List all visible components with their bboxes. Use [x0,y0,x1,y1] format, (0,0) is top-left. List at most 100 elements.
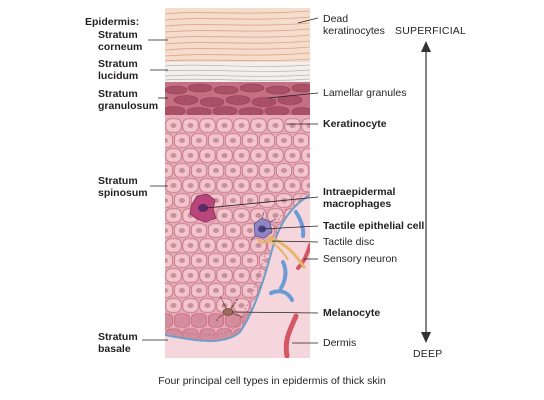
keratinocyte-nucleus [221,183,228,188]
keratinocyte-nucleus [247,198,253,203]
keratinocyte-nucleus [281,138,287,143]
keratinocyte-nucleus [154,213,160,218]
keratinocyte-nucleus [187,243,194,248]
dermis-label: Dermis [323,337,357,349]
stratum-lucidum-label-2: lucidum [98,70,139,82]
keratinocyte-nucleus [221,333,228,338]
keratinocyte-nucleus [298,168,304,173]
stratum-basale-label-1: Stratum [98,331,138,343]
keratinocyte-nucleus [165,168,168,173]
keratinocyte-nucleus [204,123,211,128]
keratinocyte-nucleus [165,228,168,233]
lamellar-granules-label: Lamellar granules [323,87,407,99]
keratinocyte-nucleus [187,123,194,128]
figure-caption: Four principal cell types in epidermis o… [158,375,386,387]
basement-membrane [165,194,310,342]
keratinocyte-nucleus [170,213,177,218]
keratinocyte-nucleus [179,138,185,143]
keratinocyte-nucleus [154,183,160,188]
keratinocyte-nucleus [196,288,202,293]
lucidum-lines [165,64,310,81]
keratinocyte-nucleus [315,168,321,173]
keratinocyte-nucleus [196,138,202,143]
keratinocyte-nucleus [264,138,270,143]
keratinocyte-nucleus [255,153,262,158]
sensory-neuron [267,234,307,269]
keratinocyte-nucleus [187,273,194,278]
tactile-disc [257,237,275,244]
keratinocyte-nucleus [213,228,219,233]
keratinocyte-nucleus [238,303,245,308]
keratinocyte-cell [149,269,164,282]
tactile-cell-label: Tactile epithelial cell [323,220,425,232]
keratinocyte-nucleus [221,123,228,128]
keratinocyte-nucleus [196,258,202,263]
keratinocyte-nucleus [165,258,168,263]
keratinocyte-nucleus [204,183,211,188]
keratinocyte-nucleus [187,303,194,308]
keratinocyte-nucleus [179,288,185,293]
keratinocyte-nucleus [247,168,253,173]
keratinocyte-nucleus [272,183,279,188]
sensory-neuron-label: Sensory neuron [323,253,398,265]
keratinocyte-nucleus [213,318,219,323]
keratinocyte-cell [149,179,164,192]
keratinocyte-nucleus [196,228,202,233]
keratinocyte-nucleus [204,153,211,158]
keratinocyte-nucleus [187,333,194,338]
keratinocyte-nucleus [255,123,262,128]
keratinocyte-nucleus [154,153,160,158]
keratinocyte-cell [309,283,310,298]
keratinocyte-nucleus [238,273,245,278]
deep-label: DEEP [413,348,443,360]
keratinocyte-nucleus [196,168,202,173]
stratum-corneum-layer [165,8,310,64]
keratinocyte-nucleus [238,243,245,248]
keratinocyte-nucleus [187,153,194,158]
keratinocyte-nucleus [230,258,236,263]
keratinocyte-nucleus [230,318,236,323]
keratinocyte-nucleus [272,123,279,128]
keratinocyte-nucleus [247,258,253,263]
keratinocyte-nucleus [179,228,185,233]
keratinocyte-nucleus [221,213,228,218]
keratinocyte-nucleus [204,303,211,308]
keratinocyte-nucleus [315,198,321,203]
stratum-granulosum-label-2: granulosum [98,100,159,112]
epidermis-label: Epidermis: [85,16,140,28]
keratinocyte-nucleus [165,318,168,323]
keratinocyte-nucleus [170,243,177,248]
keratinocyte-nucleus [187,183,194,188]
dead-keratinocytes-label-1: Dead [323,13,349,25]
keratinocyte-nucleus [170,123,177,128]
keratinocyte-nucleus [315,348,321,353]
keratinocyte-cell [149,209,164,222]
blood-vessel-red-2 [296,243,310,270]
macrophages-label-1: Intraepidermal [323,186,396,198]
keratinocyte-nucleus [289,183,296,188]
keratinocyte-nucleus [238,213,245,218]
keratinocyte-nucleus [179,198,185,203]
keratinocyte-nucleus [289,153,296,158]
keratinocyte-nucleus [204,333,211,338]
keratinocyte-cell [149,149,164,162]
keratinocyte-nucleus [281,168,287,173]
keratinocyte-nucleus [165,288,168,293]
keratinocyte-nucleus [179,318,185,323]
keratinocyte-cell [149,239,164,252]
keratinocyte-nucleus [272,213,279,218]
keratinocyte-nucleus [315,288,321,293]
keratinocyte-nucleus [306,153,310,158]
granulosum-cells [165,83,310,117]
keratinocyte-nucleus [238,153,245,158]
keratinocyte-nucleus [238,183,245,188]
keratinocyte-nucleus [255,183,262,188]
keratinocyte-nucleus [170,273,177,278]
dead-keratinocytes-label-2: keratinocytes [323,25,385,37]
tactile-disc-label: Tactile disc [323,236,375,248]
keratinocyte-nucleus [247,228,253,233]
stratum-granulosum-label-1: Stratum [98,88,138,100]
corneum-fibers [165,10,310,62]
keratinocyte-nucleus [230,138,236,143]
keratinocyte-nucleus [213,168,219,173]
